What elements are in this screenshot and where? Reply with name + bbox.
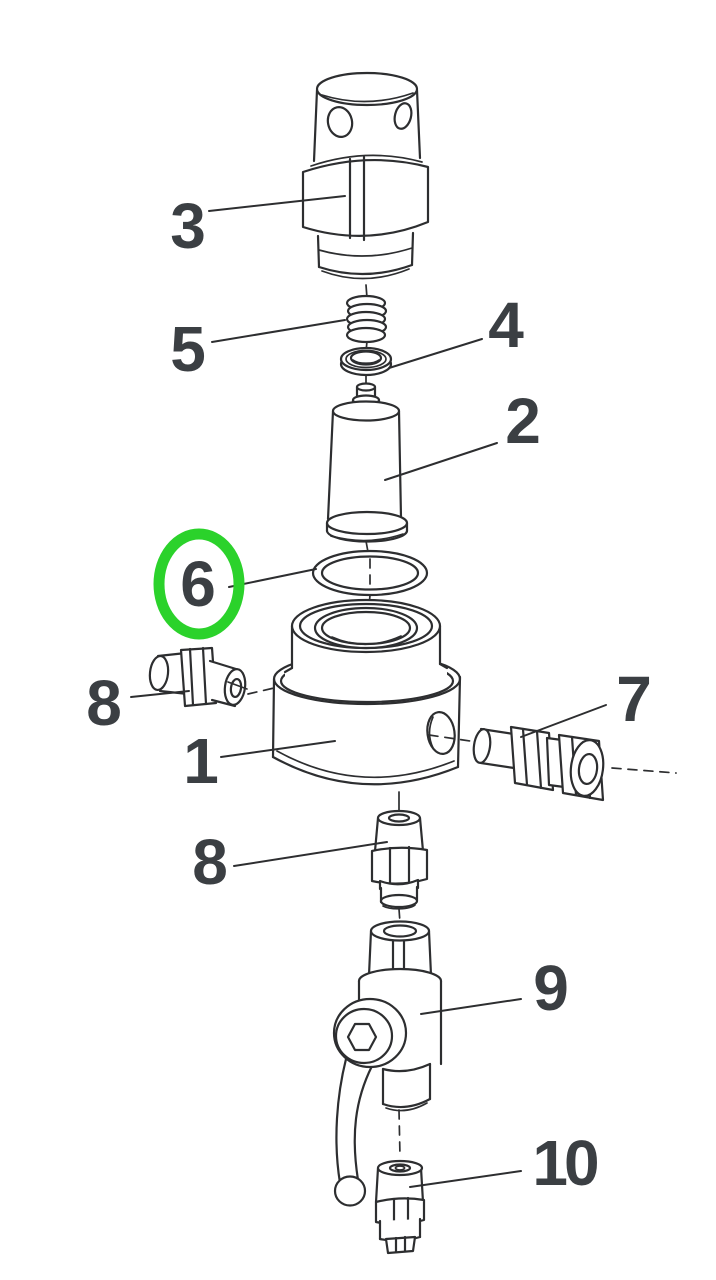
part-9-ball-valve [332,920,443,1207]
part-1-valve-body [271,598,478,786]
side-port-hole [426,711,456,755]
label-part-2: 2 [505,385,541,457]
part-8-fitting-left [148,646,248,708]
leader-part-4 [388,338,483,369]
leader-part-8-bottom [233,841,388,867]
part-number-labels: 3 5 4 2 6 8 1 7 8 9 10 [86,190,652,1199]
label-part-4: 4 [488,289,524,361]
part-10-fitting-bottom [374,1159,426,1255]
leader-part-1 [220,740,336,758]
leader-part-8-left [130,690,190,698]
leader-part-9 [420,998,522,1015]
leader-part-7 [520,704,607,738]
part-8-fitting-bottom [370,809,429,910]
highlight-ring-part-6 [153,528,245,640]
cap-vent-hole-right [393,102,413,130]
valve-handle-ball-end [333,1175,367,1207]
hex-socket [346,1022,378,1052]
label-part-8-bottom: 8 [192,826,228,898]
leader-part-10 [409,1170,522,1188]
label-part-10: 10 [532,1127,597,1199]
cap-hex-section [301,158,430,237]
label-part-7: 7 [616,663,652,735]
part-5-spring [345,294,388,344]
cap-vent-hole-left [326,106,354,138]
leader-part-5 [211,319,346,343]
label-part-5: 5 [170,313,206,385]
label-part-9: 9 [533,952,569,1024]
part-3-regulator-cap [301,71,430,280]
leader-part-2 [384,442,498,481]
part-6-o-ring [311,549,429,597]
label-part-1: 1 [183,725,219,797]
part-7-fitting-right [472,725,605,802]
valve-handle [335,1057,374,1185]
leader-part-3 [208,195,346,212]
label-part-3: 3 [170,190,206,262]
leader-lines [130,195,607,1188]
part-4-seal-washer [339,346,393,377]
part-2-piston [325,400,409,543]
label-part-8-left: 8 [86,667,122,739]
label-part-6: 6 [180,548,216,620]
